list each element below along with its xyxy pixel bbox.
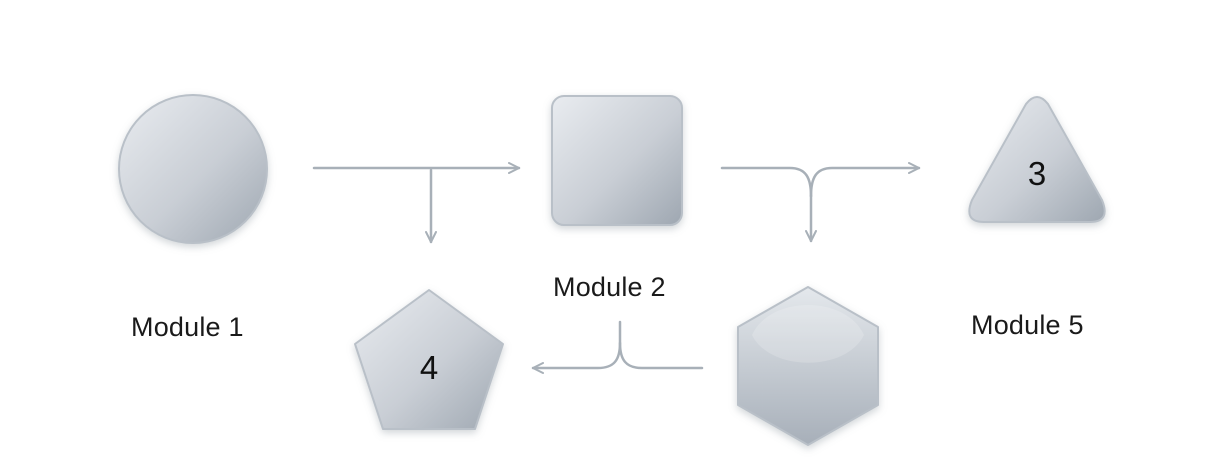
module-2-label: Module 2 [553, 272, 666, 302]
connectors [312, 162, 921, 374]
connector-fork-to-pentagon [531, 320, 622, 374]
pentagon-number: 4 [419, 349, 439, 386]
circle-shape-module-1 [118, 94, 268, 244]
pentagon-shape-module-4 [354, 289, 504, 430]
square-shape-module-2 [551, 95, 683, 226]
module-1-label: Module 1 [131, 312, 244, 342]
connector-fork-to-triangle [809, 162, 921, 198]
triangle-shape-module-3 [968, 96, 1106, 223]
triangle-number: 3 [1027, 155, 1047, 192]
hexagon-highlight [752, 305, 864, 363]
module-5-label: Module 5 [971, 310, 1084, 340]
connector-hexagon-to-pentagon [618, 341, 704, 370]
connector-module2-to-module3 [720, 166, 813, 198]
hexagon-shape [737, 286, 879, 446]
